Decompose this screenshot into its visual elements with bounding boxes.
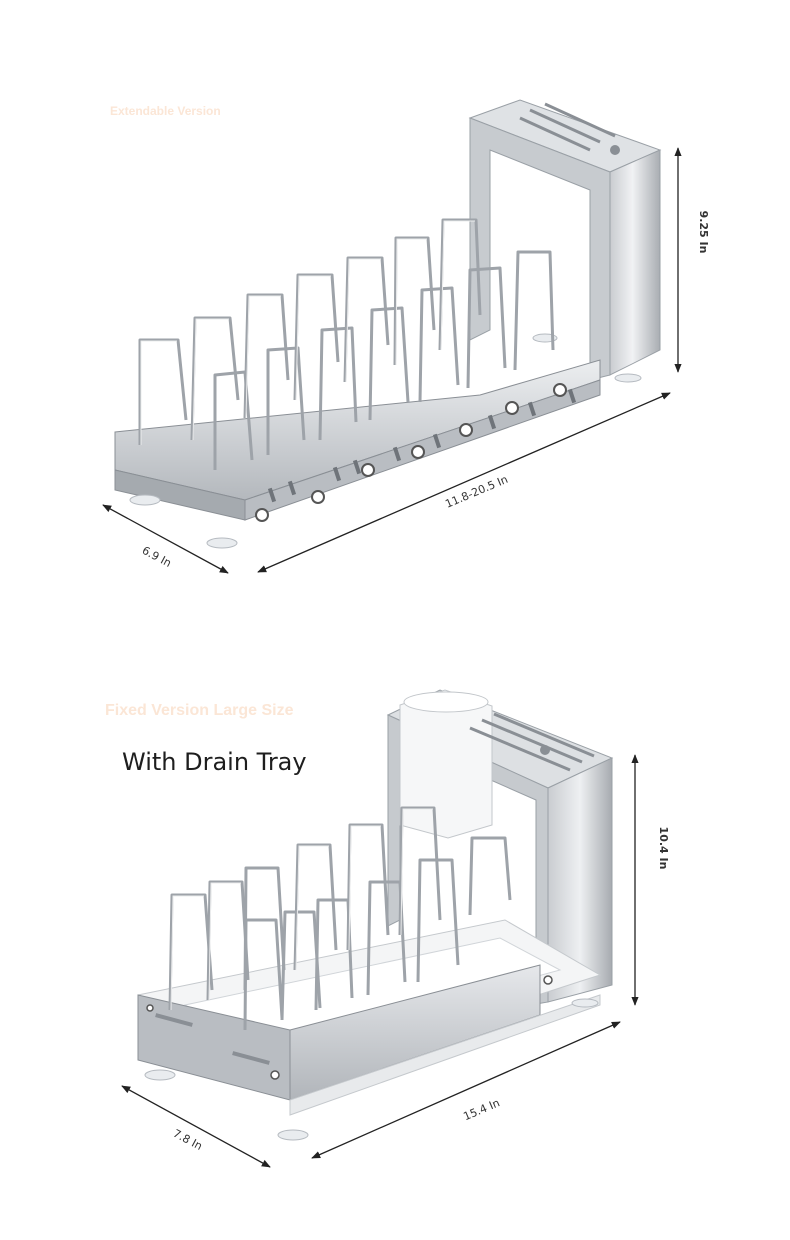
wire-dividers-fixed xyxy=(168,806,512,1031)
knife-block xyxy=(468,99,662,381)
extendable-version-label: Extendable Version xyxy=(110,104,221,118)
drain-tray-headline: With Drain Tray xyxy=(122,748,307,776)
dimension-lines-fixed xyxy=(121,754,639,1168)
height-dimension-label: 9.25 In xyxy=(697,211,710,254)
height-dimension-label-fixed: 10.4 In xyxy=(657,827,670,870)
depth-dimension-label-fixed: 7.8 In xyxy=(171,1127,205,1153)
dimension-lines xyxy=(102,147,682,574)
length-dimension-label-fixed: 15.4 In xyxy=(462,1096,502,1123)
length-dimension-label: 11.8-20.5 In xyxy=(443,473,509,511)
fixed-rack-illustration: 10.4 In 15.4 In 7.8 In xyxy=(121,689,670,1168)
depth-dimension-label: 6.9 In xyxy=(140,544,174,570)
extendable-rack-illustration: 9.25 In 11.8-20.5 In 6.9 In xyxy=(102,99,710,574)
extendable-rack-panel: Extendable Version xyxy=(102,99,710,574)
fixed-version-label: Fixed Version Large Size xyxy=(105,702,294,719)
utensil-cup xyxy=(399,689,493,839)
wire-dividers xyxy=(138,218,555,470)
knife-block-with-cup xyxy=(386,689,614,1005)
fixed-rack-panel: Fixed Version Large Size With Drain Tray xyxy=(0,620,790,1240)
